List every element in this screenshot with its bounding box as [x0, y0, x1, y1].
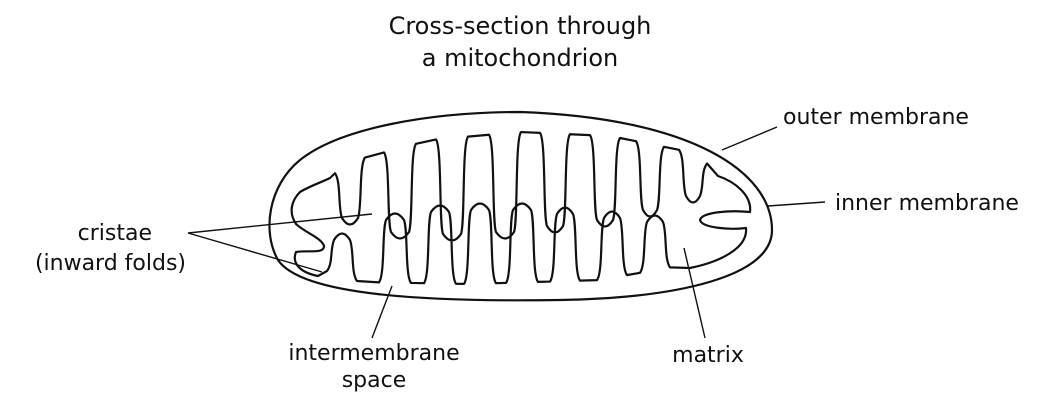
inner-membrane-leader — [768, 202, 825, 206]
outer-membrane — [269, 112, 772, 300]
cristae-label: cristae — [78, 221, 152, 246]
intermembrane-space-label-line1: intermembrane — [288, 341, 459, 366]
matrix-leader — [684, 248, 705, 338]
diagram-title-line2: a mitochondrion — [422, 44, 618, 72]
diagram-title-line1: Cross-section through — [389, 12, 652, 40]
intermembrane-space-label-line2: space — [342, 368, 407, 393]
cristae-leader-upper — [188, 214, 372, 233]
cristae-note-label: (inward folds) — [35, 251, 186, 276]
matrix-label: matrix — [672, 343, 744, 368]
outer-membrane-leader — [722, 127, 777, 150]
outer-membrane-label: outer membrane — [783, 105, 969, 130]
inner-membrane-label: inner membrane — [835, 191, 1019, 216]
inner-membrane — [292, 132, 751, 284]
